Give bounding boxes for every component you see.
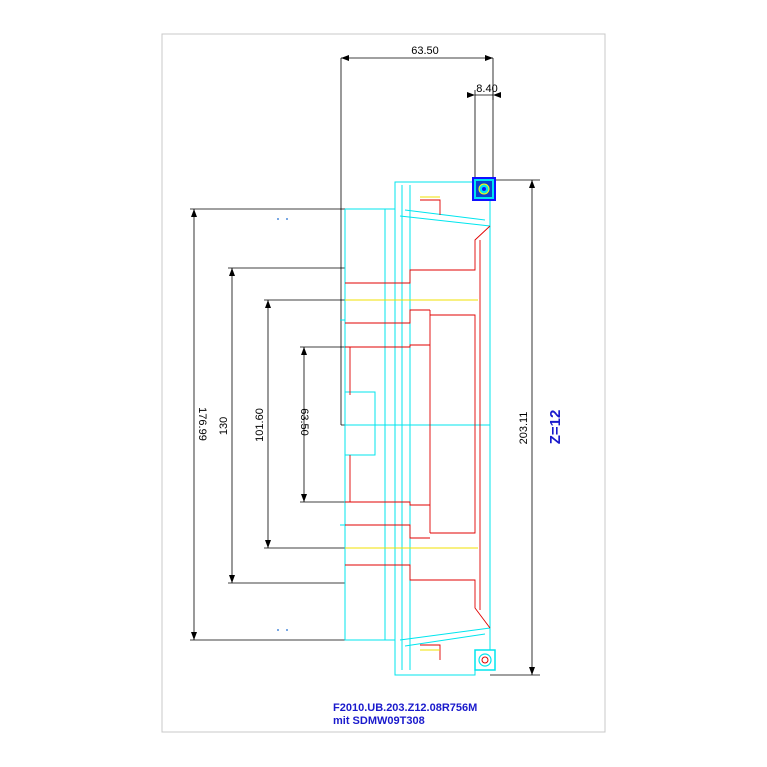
section-lines xyxy=(345,199,491,660)
insert-bottom-icon xyxy=(474,649,496,671)
part-number-label: F2010.UB.203.Z12.08R756M xyxy=(333,702,477,714)
dim-diameter-130: 130 xyxy=(218,417,230,435)
dim-diameter-176: 176.99 xyxy=(196,407,208,441)
centerlines xyxy=(345,196,478,651)
tooth-count-label: Z=12 xyxy=(547,410,564,445)
dim-diameter-63: 63.50 xyxy=(298,408,310,436)
dimension-lines xyxy=(190,57,540,676)
dim-top-width: 63.50 xyxy=(411,45,439,57)
insert-top-icon xyxy=(472,177,496,201)
dimension-arrows xyxy=(191,55,535,675)
sheet-frame xyxy=(161,33,606,733)
insert-spec-label: mit SDMW09T308 xyxy=(333,715,425,727)
small-marks xyxy=(277,218,288,631)
dim-insert-width: 8.40 xyxy=(476,83,497,95)
dim-diameter-101: 101.60 xyxy=(254,408,266,442)
cutter-body-outline xyxy=(340,181,491,676)
dim-outer-height: 203.11 xyxy=(518,412,530,445)
